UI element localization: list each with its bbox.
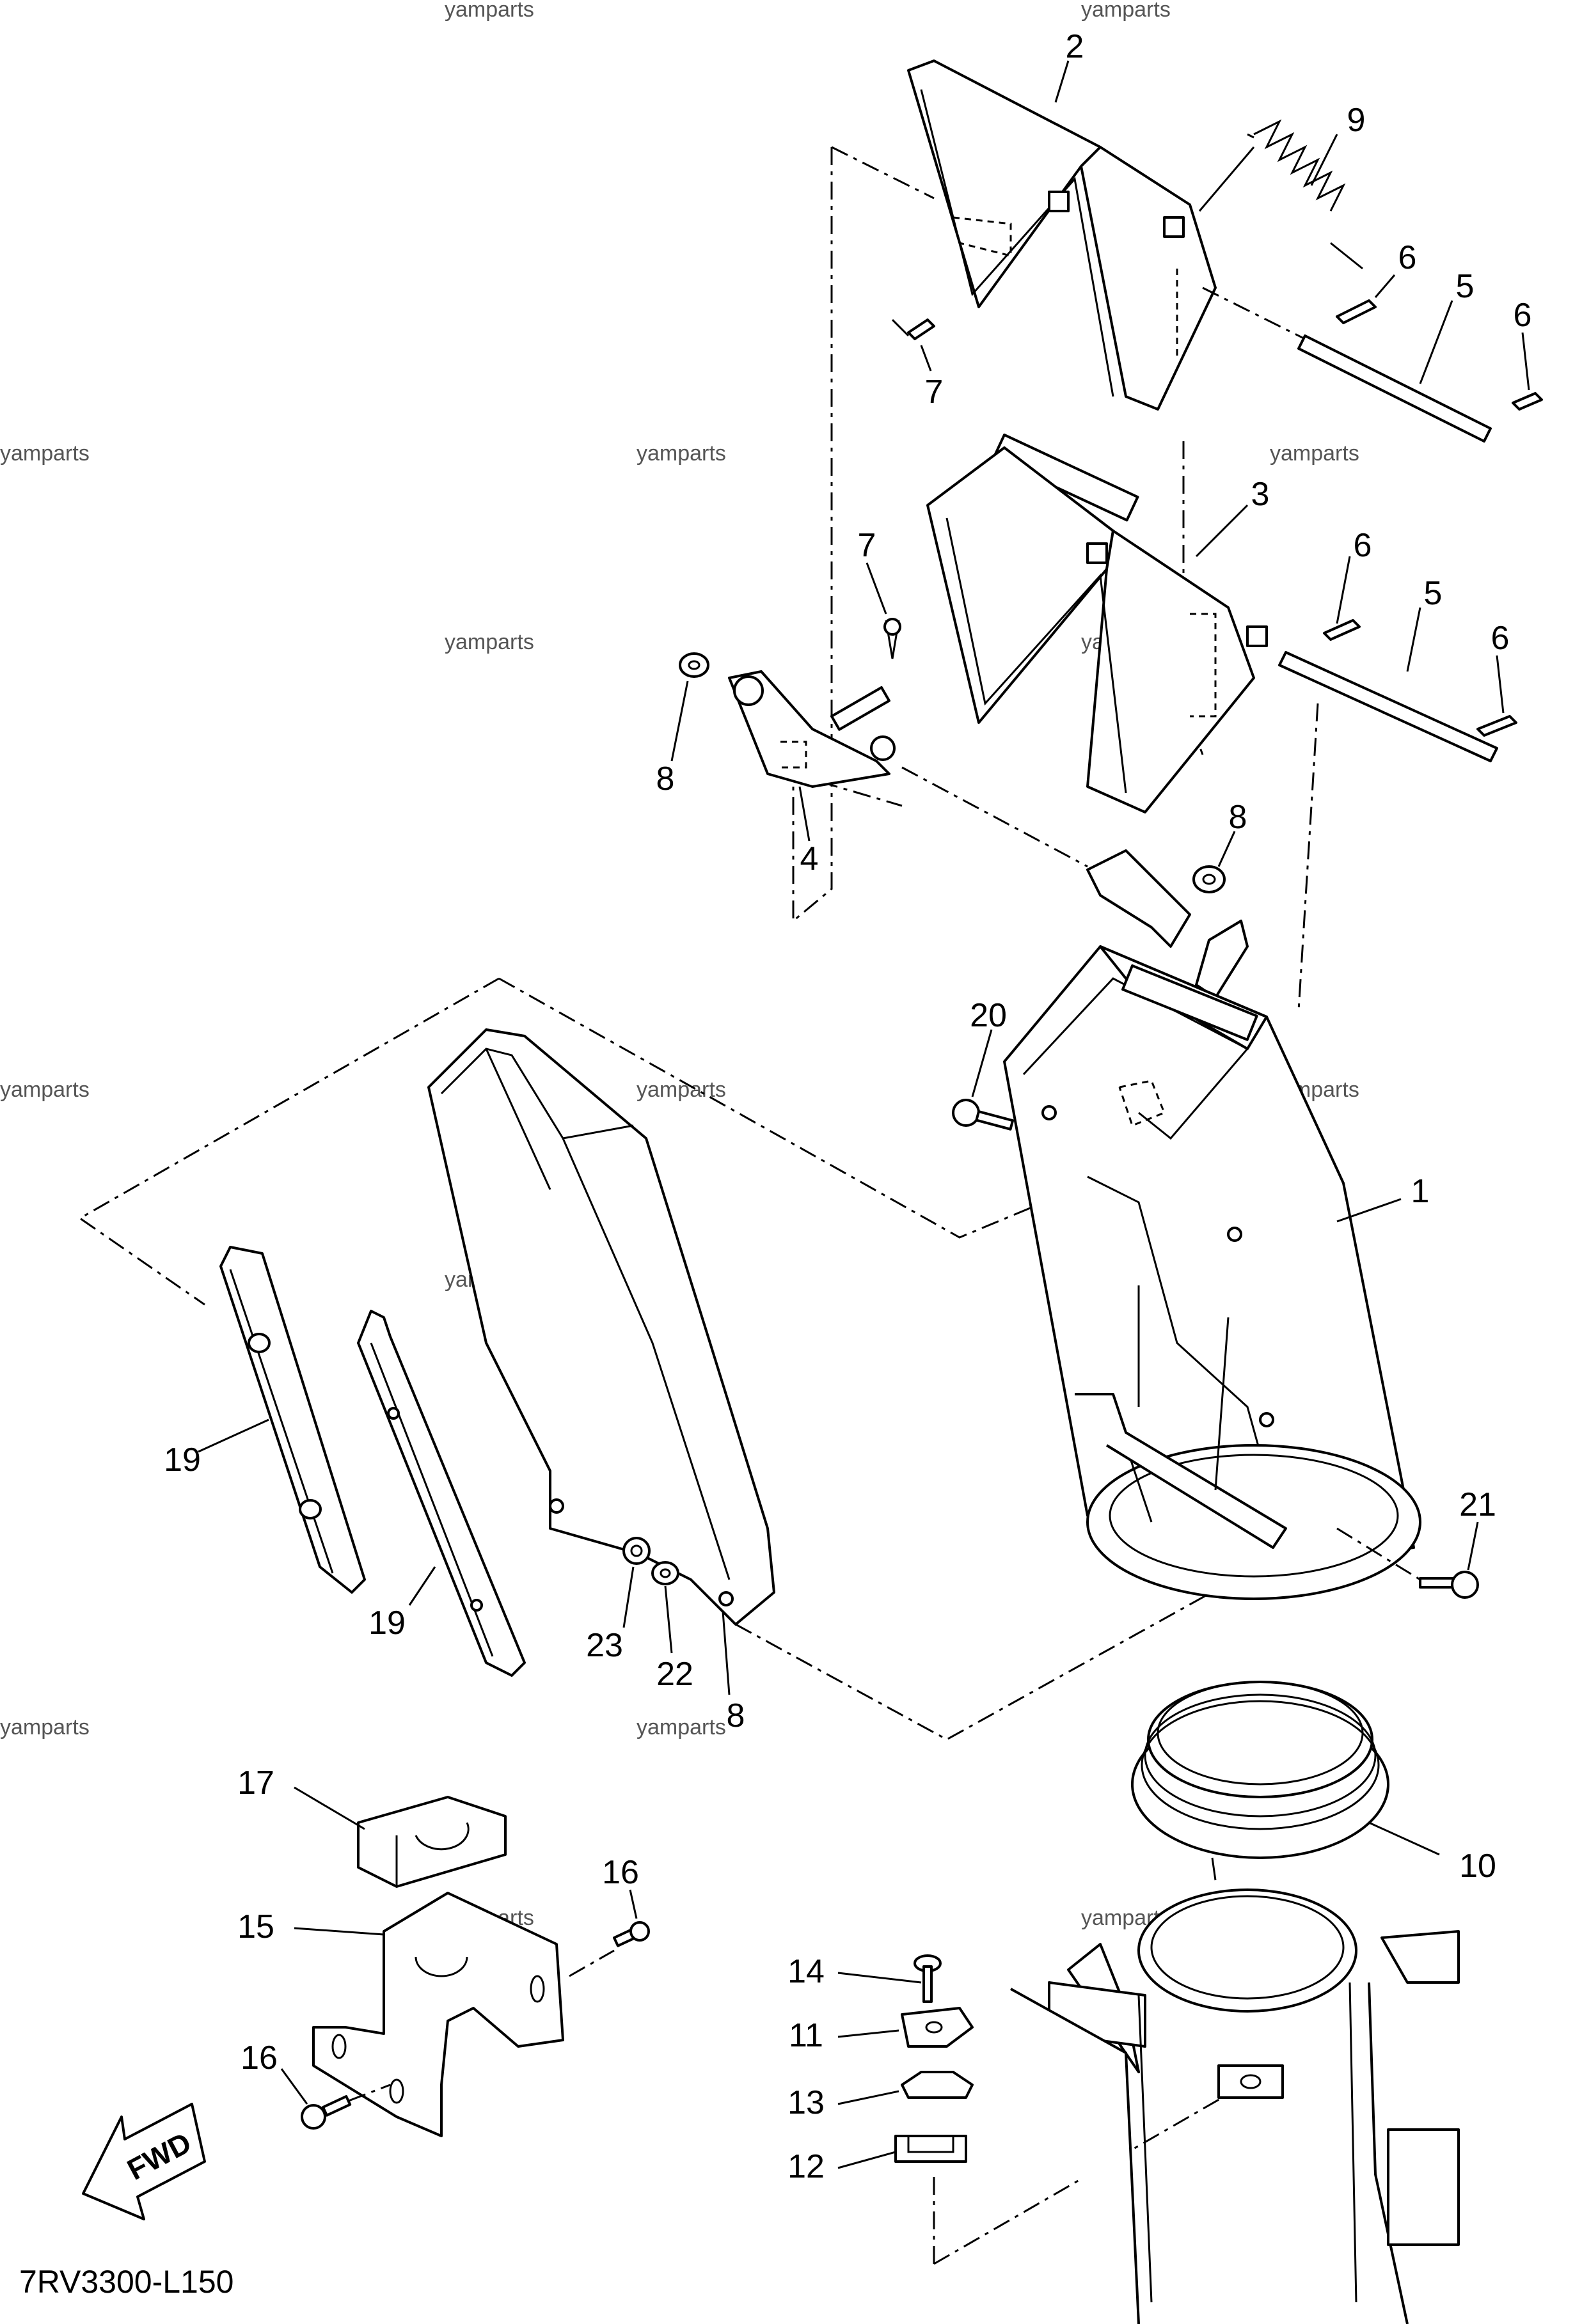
callout-5: 5	[1456, 268, 1475, 305]
rod-part-5-upper	[891, 287, 1543, 443]
callout-3: 3	[1251, 476, 1270, 513]
pivot-bracket	[1086, 849, 1249, 999]
callout-19: 19	[368, 1605, 406, 1642]
guide-strip-part-19	[357, 1310, 526, 1677]
watermark: yamparts	[0, 441, 90, 466]
callout-12: 12	[787, 2148, 825, 2185]
watermark: yamparts	[1081, 0, 1171, 22]
bolt-part-20	[952, 1099, 1015, 1131]
watermark: yamparts	[0, 1078, 90, 1102]
callout-11: 11	[789, 2017, 823, 2054]
callout-17: 17	[237, 1764, 274, 1802]
ring-part-10	[1131, 1681, 1389, 1881]
guide-strip-part-19	[219, 1246, 366, 1594]
callout-9: 9	[1347, 102, 1366, 139]
washer-part-8	[679, 652, 709, 678]
watermark: yamparts	[637, 441, 726, 466]
bracket-part-15	[312, 1892, 564, 2137]
lever-part-4	[728, 670, 896, 788]
fwd-arrow-icon: FWD	[82, 2103, 206, 2220]
bolt-part-16	[569, 1921, 650, 1977]
callout-6: 6	[1491, 620, 1510, 657]
callout-labels: 2 9 6 5 6 7 3 7 6 5 6 8 4 8 20 1 21 19 1…	[164, 28, 1531, 2185]
callout-10: 10	[1459, 1848, 1496, 1885]
cotter-pin-part-7-lower	[883, 618, 901, 659]
callout-4: 4	[800, 840, 819, 877]
callout-22: 22	[656, 1656, 693, 1693]
spring-part-9	[1198, 119, 1363, 270]
block-part-17	[357, 1796, 507, 1888]
callout-1: 1	[1411, 1173, 1430, 1210]
washer-part-8	[1192, 865, 1226, 893]
callout-20: 20	[970, 997, 1007, 1034]
callout-2: 2	[1066, 28, 1084, 65]
watermark: yamparts	[1270, 441, 1359, 466]
callout-13: 13	[787, 2084, 825, 2121]
callout-15: 15	[237, 1908, 274, 1945]
rod-part-5-lower	[1278, 619, 1517, 762]
housing	[1010, 1888, 1460, 2324]
bolt-part-16	[301, 2084, 391, 2130]
callout-14: 14	[787, 1953, 825, 1990]
callout-8: 8	[727, 1697, 745, 1734]
callout-6: 6	[1354, 527, 1372, 564]
middle-deflector-part-3	[926, 433, 1268, 813]
plate-part-11	[901, 2007, 974, 2048]
bolt-part-21	[1336, 1527, 1479, 1599]
callout-8: 8	[1229, 799, 1247, 836]
washer-part-22	[651, 1561, 679, 1585]
diagram-code: 7RV3300-L150	[19, 2264, 233, 2300]
nut-part-23	[622, 1537, 651, 1565]
watermark: yamparts	[0, 1715, 90, 1739]
chute-cover	[427, 1028, 775, 1626]
spacer-part-13	[901, 2071, 974, 2099]
watermark: yamparts	[445, 630, 534, 654]
callout-7: 7	[858, 527, 876, 564]
callout-16: 16	[241, 2039, 278, 2077]
watermark: yamparts	[445, 0, 534, 22]
leader-lines	[198, 60, 1530, 2169]
bolt-part-14	[914, 1954, 942, 2003]
callout-7: 7	[925, 373, 944, 411]
chute-part-1	[1003, 945, 1421, 1600]
callout-6: 6	[1514, 297, 1532, 334]
callout-5: 5	[1424, 575, 1443, 612]
callout-8: 8	[656, 760, 675, 797]
bracket-part-12	[894, 2135, 967, 2163]
callout-16: 16	[602, 1854, 639, 1891]
callout-19: 19	[164, 1441, 201, 1479]
upper-deflector-part-2	[907, 59, 1217, 411]
callout-6: 6	[1398, 239, 1417, 276]
callout-21: 21	[1459, 1486, 1496, 1523]
callout-23: 23	[586, 1627, 623, 1664]
watermark: yamparts	[637, 1715, 726, 1739]
